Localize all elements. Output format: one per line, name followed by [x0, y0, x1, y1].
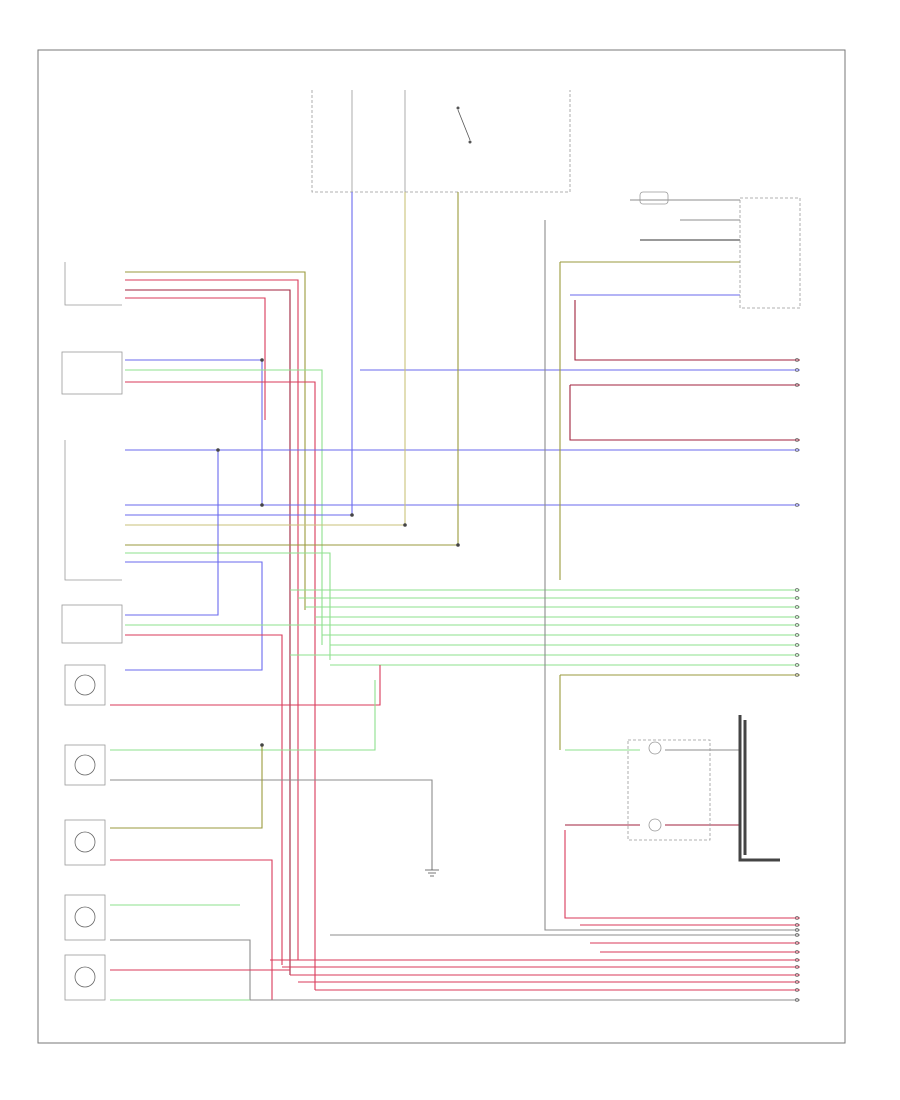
- terminal-pin: [795, 958, 799, 962]
- sensor-box-5: [64, 954, 106, 1001]
- wire: [110, 859, 273, 1000]
- terminal-pin: [795, 673, 799, 677]
- wire: [125, 297, 266, 420]
- splice-dot: [456, 543, 460, 547]
- terminal-pin: [795, 503, 799, 507]
- terminal-pin: [795, 596, 799, 600]
- right-motor: [648, 818, 662, 832]
- splice-dot: [403, 523, 407, 527]
- right-lamp: [648, 741, 662, 755]
- terminal-pin: [795, 368, 799, 372]
- wire: [110, 665, 381, 706]
- terminal-pin: [795, 633, 799, 637]
- terminal-pin: [795, 923, 799, 927]
- right-cable-bundle: [738, 715, 780, 862]
- component-box-4: [61, 604, 123, 644]
- terminal-pin: [795, 623, 799, 627]
- sensor-box-3: [64, 819, 106, 866]
- component-box-1: [64, 262, 122, 306]
- component-box-3: [64, 440, 122, 581]
- wire: [110, 745, 263, 829]
- wire: [564, 830, 800, 919]
- sensor-symbol-1: [74, 674, 96, 696]
- terminal-pin: [795, 998, 799, 1002]
- terminal-pin: [795, 643, 799, 647]
- terminal-pin: [795, 973, 799, 977]
- wire: [574, 300, 800, 361]
- wires: [110, 192, 800, 1002]
- terminal-pin: [795, 588, 799, 592]
- sensor-symbol-2: [74, 754, 96, 776]
- wire: [110, 680, 376, 751]
- wire: [125, 279, 299, 960]
- sensor-symbols: [74, 674, 96, 988]
- wire: [110, 779, 433, 860]
- terminal-pin: [795, 438, 799, 442]
- sensor-box-2: [64, 744, 106, 786]
- wire: [125, 289, 291, 975]
- terminal-pin: [795, 933, 799, 937]
- terminal-pin: [795, 358, 799, 362]
- sensor-symbol-5: [74, 966, 96, 988]
- wire: [125, 369, 323, 645]
- right-resistor: [639, 191, 669, 205]
- splice-dot: [260, 358, 264, 362]
- sensor-symbol-3: [74, 831, 96, 853]
- terminal-pin: [795, 448, 799, 452]
- wire: [125, 561, 263, 671]
- left-components: [61, 262, 123, 1001]
- splice-dot: [260, 743, 264, 747]
- terminal-pin: [795, 928, 799, 932]
- terminal-pin: [795, 615, 799, 619]
- splice-dot: [216, 448, 220, 452]
- terminal-pin: [795, 941, 799, 945]
- splice-dot: [260, 503, 264, 507]
- terminal-pin: [795, 988, 799, 992]
- terminal-pin: [795, 663, 799, 667]
- terminal-pin: [795, 383, 799, 387]
- wire: [569, 385, 800, 441]
- wire: [125, 552, 331, 660]
- terminal-pin: [795, 950, 799, 954]
- component-box-2: [61, 351, 123, 395]
- sensor-box-4: [64, 894, 106, 941]
- wire: [125, 634, 283, 965]
- wire: [125, 450, 219, 616]
- terminal-pin: [795, 653, 799, 657]
- wire: [125, 381, 316, 990]
- right-connector-top: [739, 197, 801, 309]
- wire: [125, 271, 306, 610]
- right-components: [627, 191, 801, 862]
- terminal-pin: [795, 605, 799, 609]
- fuse-block: [311, 90, 571, 193]
- wire: [544, 220, 800, 931]
- sensor-symbol-4: [74, 906, 96, 928]
- terminal-pin: [795, 980, 799, 984]
- splice-dot: [350, 513, 354, 517]
- diagram-frame: [37, 49, 846, 1044]
- ground-symbol: [425, 860, 439, 877]
- sensor-box-1: [64, 664, 106, 706]
- terminal-pin: [795, 965, 799, 969]
- right-motor-box: [627, 739, 711, 841]
- terminal-pin: [795, 916, 799, 920]
